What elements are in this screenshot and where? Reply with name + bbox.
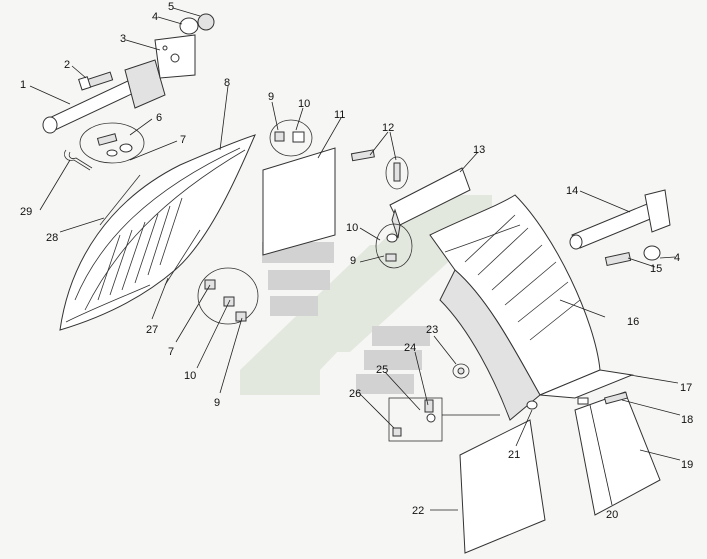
part-fasteners-24-26 bbox=[388, 397, 500, 442]
watermark-bar bbox=[364, 350, 422, 370]
part-fender-left bbox=[59, 134, 256, 331]
part-nut-23 bbox=[452, 363, 470, 379]
callout-12: 12 bbox=[382, 122, 394, 134]
callout-20: 20 bbox=[606, 509, 618, 521]
callout-28: 28 bbox=[46, 232, 58, 244]
part-mudflap-right bbox=[539, 369, 661, 516]
callout-21: 21 bbox=[508, 449, 520, 461]
callout-25: 25 bbox=[376, 364, 388, 376]
part-tube-left bbox=[42, 34, 196, 134]
part-group-6 bbox=[79, 122, 145, 164]
part-nut-5 bbox=[197, 13, 215, 31]
callout-10: 10 bbox=[298, 98, 310, 110]
callout-16: 16 bbox=[627, 316, 639, 328]
callout-23: 23 bbox=[426, 324, 438, 336]
callout-4: 4 bbox=[152, 11, 158, 23]
part-strip-28 bbox=[99, 174, 141, 226]
part-group-9-10-top bbox=[269, 119, 313, 157]
callout-18: 18 bbox=[681, 414, 693, 426]
callout-17: 17 bbox=[680, 382, 692, 394]
part-strip-27 bbox=[164, 229, 201, 286]
callout-19: 19 bbox=[681, 459, 693, 471]
callout-26: 26 bbox=[349, 388, 361, 400]
part-bolt-15 bbox=[604, 245, 661, 267]
callout-7: 7 bbox=[180, 134, 186, 146]
watermark-bar bbox=[270, 296, 318, 316]
leader-lines bbox=[29, 7, 681, 511]
callout-29: 29 bbox=[20, 206, 32, 218]
callout-27: 27 bbox=[146, 324, 158, 336]
callout-14: 14 bbox=[566, 185, 578, 197]
callout-11: 11 bbox=[334, 109, 345, 121]
callout-22: 22 bbox=[412, 505, 424, 517]
callout-13: 13 bbox=[473, 144, 485, 156]
callout-8: 8 bbox=[224, 77, 230, 89]
callout-24: 24 bbox=[404, 342, 416, 354]
part-fender-right bbox=[429, 194, 601, 421]
callout-10: 10 bbox=[184, 370, 196, 382]
callout-labels: 1 2 3 4 5 6 7 8 9 10 11 12 13 10 9 14 4 … bbox=[20, 1, 693, 521]
callout-15: 15 bbox=[650, 263, 662, 275]
part-washer-4 bbox=[179, 17, 199, 35]
callout-4: 4 bbox=[674, 252, 680, 264]
callout-1: 1 bbox=[20, 79, 26, 91]
callout-5: 5 bbox=[168, 1, 174, 13]
callout-9: 9 bbox=[214, 397, 220, 409]
callout-7: 7 bbox=[168, 346, 174, 358]
callout-2: 2 bbox=[64, 59, 70, 71]
callout-3: 3 bbox=[120, 33, 126, 45]
callout-6: 6 bbox=[156, 112, 162, 124]
part-mudflap-11 bbox=[262, 147, 336, 256]
watermark-bar bbox=[356, 374, 414, 394]
part-hook-29 bbox=[64, 149, 91, 171]
callout-9: 9 bbox=[268, 91, 274, 103]
callout-9: 9 bbox=[350, 255, 356, 267]
part-bolt-12 bbox=[350, 149, 409, 190]
part-mudflap-left-22 bbox=[459, 400, 546, 554]
watermark-bar bbox=[268, 270, 330, 290]
watermark-bar bbox=[372, 326, 430, 346]
callout-10: 10 bbox=[346, 222, 358, 234]
part-bolt-2 bbox=[78, 71, 114, 91]
part-group-7-9-10 bbox=[197, 267, 259, 325]
part-group-9-10-center bbox=[375, 223, 413, 269]
part-tube-right bbox=[569, 189, 671, 250]
